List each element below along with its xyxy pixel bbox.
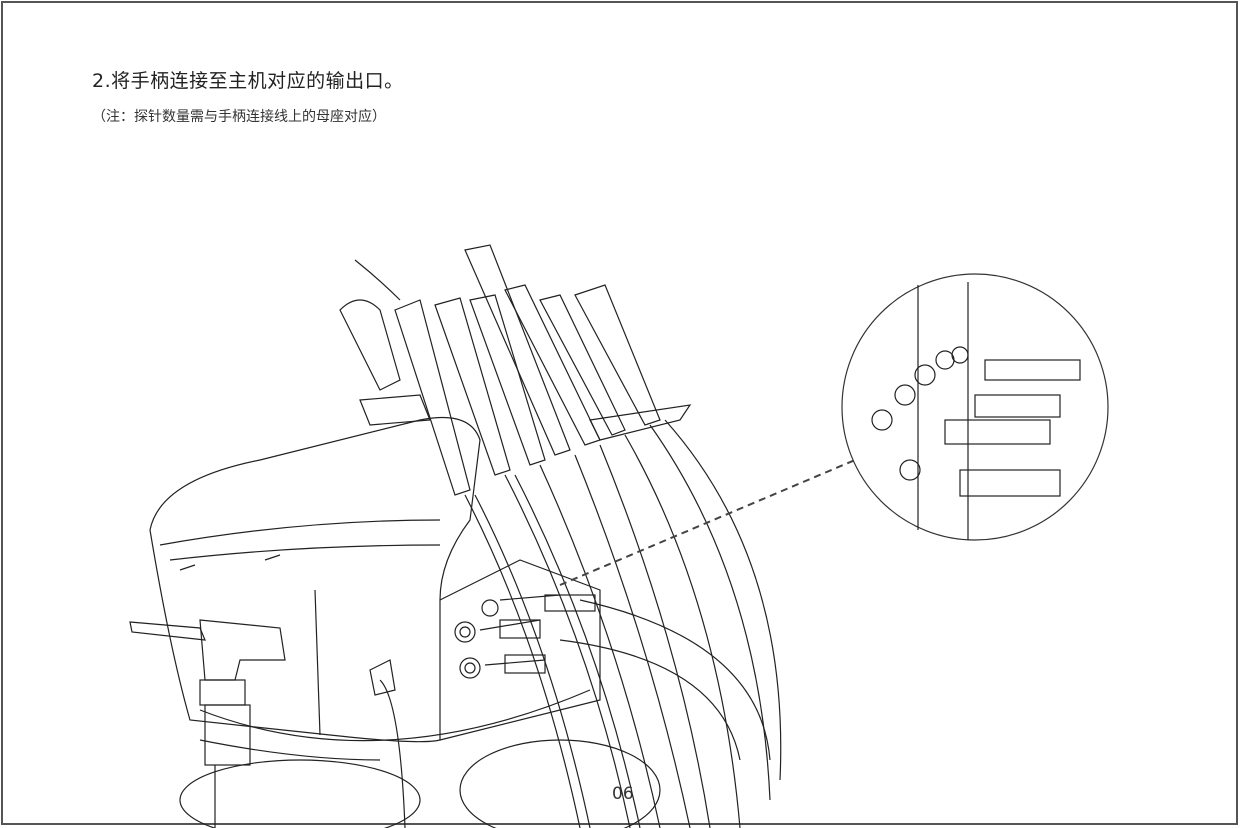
page-number: 06 (612, 784, 634, 804)
handpieces (339, 244, 782, 828)
step-instruction: 2.将手柄连接至主机对应的输出口。 (92, 70, 404, 92)
machine-body (149, 416, 661, 828)
detail-callout (559, 273, 1109, 586)
spray-gun (129, 619, 286, 828)
step-note: （注：探针数量需与手柄连接线上的母座对应） (92, 109, 386, 125)
